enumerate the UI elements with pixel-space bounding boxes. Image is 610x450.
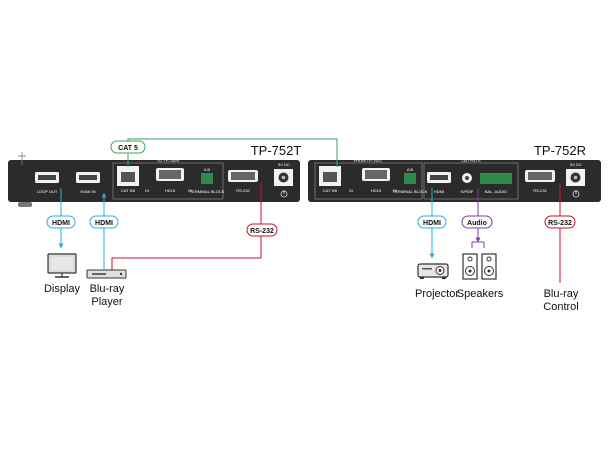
power-port[interactable] [566,169,585,186]
section-label: FROM TP-752T [354,158,383,163]
svg-text:RS-232: RS-232 [548,220,572,227]
speakers-label: Speakers [457,288,504,300]
rs232-port[interactable] [228,170,258,182]
rs232-left-badge: RS-232 [246,223,278,237]
hdmi-loop-out-port[interactable] [35,172,59,183]
rs232-label: RS-232 [533,188,547,193]
rs232-port[interactable] [525,170,555,182]
power-label: 5V DC [278,162,290,167]
hd15-label: HD15 [371,188,382,193]
cat-port[interactable] [319,166,341,186]
svg-text:RS-232: RS-232 [250,228,274,235]
audio-cable [471,188,485,248]
bluray-control-label-line1: Blu-ray [544,288,579,300]
bluray-control-label-line2: Control [543,301,578,313]
hdmi-projector-badge: HDMI [417,215,447,229]
power-symbol-icon [280,190,288,198]
tp-752r-device: FROM TP-752T OUTPUTS CAT 5/6 Or HD15 Or … [308,158,601,202]
hd15-port[interactable] [362,168,390,181]
or-label-2: Or [188,188,193,193]
tp-752t-title: TP-752T [251,143,302,158]
balanced-audio-port[interactable] [480,173,512,184]
hdmi-in-label: HDMI IN [80,189,95,194]
or-label-1: Or [349,188,354,193]
hdmi-label: HDMI [434,189,444,194]
hdmi-out-port[interactable] [427,172,451,183]
ab-label: A B [407,167,414,172]
svg-text:HDMI: HDMI [52,220,70,227]
spdif-port[interactable] [462,173,472,183]
tp-752r-title: TP-752R [534,143,586,158]
ground-icon [18,152,26,165]
rs232-right-badge: RS-232 [544,215,576,229]
speakers-icon [462,253,497,280]
hdmi-in-port[interactable] [76,172,100,183]
section-label: TO TP-752R [157,158,180,163]
device-foot [18,202,32,207]
hdmi-display-badge: HDMI [46,215,76,229]
hdmi-player-badge: HDMI [89,215,119,229]
terminal-block[interactable] [201,173,213,184]
svg-text:HDMI: HDMI [95,220,113,227]
cat-label: CAT 5/6 [323,188,338,193]
tp-752t-device: TO TP-752R LOOP OUT HDMI IN CAT 5/6 Or [8,152,300,202]
power-symbol-icon [572,190,580,198]
bluray-player-icon [86,269,127,279]
bluray-player-label-line1: Blu-ray [90,283,125,295]
or-label-2: Or [393,188,398,193]
power-port[interactable] [274,169,293,186]
cat-port[interactable] [117,166,139,186]
terminal-block[interactable] [404,173,416,184]
audio-badge: Audio [461,215,493,229]
projector-label: Projector [415,288,459,300]
rs232-left-cable [111,182,262,270]
loop-out-label: LOOP OUT [37,189,58,194]
hd15-label: HD15 [165,188,176,193]
svg-text:Audio: Audio [467,220,487,227]
ab-label: A B [204,167,211,172]
hd15-port[interactable] [156,168,184,181]
rs232-label: RS-232 [236,188,250,193]
terminal-label: TERMINAL BLOCK [190,189,225,194]
display-label: Display [44,283,81,295]
bluray-player-label-line2: Player [91,296,123,308]
or-label-1: Or [145,188,150,193]
display-icon [47,253,77,278]
cat-label: CAT 5/6 [121,188,136,193]
projector-icon [417,263,449,279]
spdif-label: S/PDIF [461,189,474,194]
bal-audio-label: BAL. AUDIO [485,189,507,194]
cat5-badge: CAT 5 [110,140,146,154]
svg-text:HDMI: HDMI [423,220,441,227]
svg-text:CAT 5: CAT 5 [118,145,138,152]
power-label: 5V DC [570,162,582,167]
outputs-label: OUTPUTS [461,158,480,163]
terminal-label: TERMINAL BLOCK [393,189,428,194]
